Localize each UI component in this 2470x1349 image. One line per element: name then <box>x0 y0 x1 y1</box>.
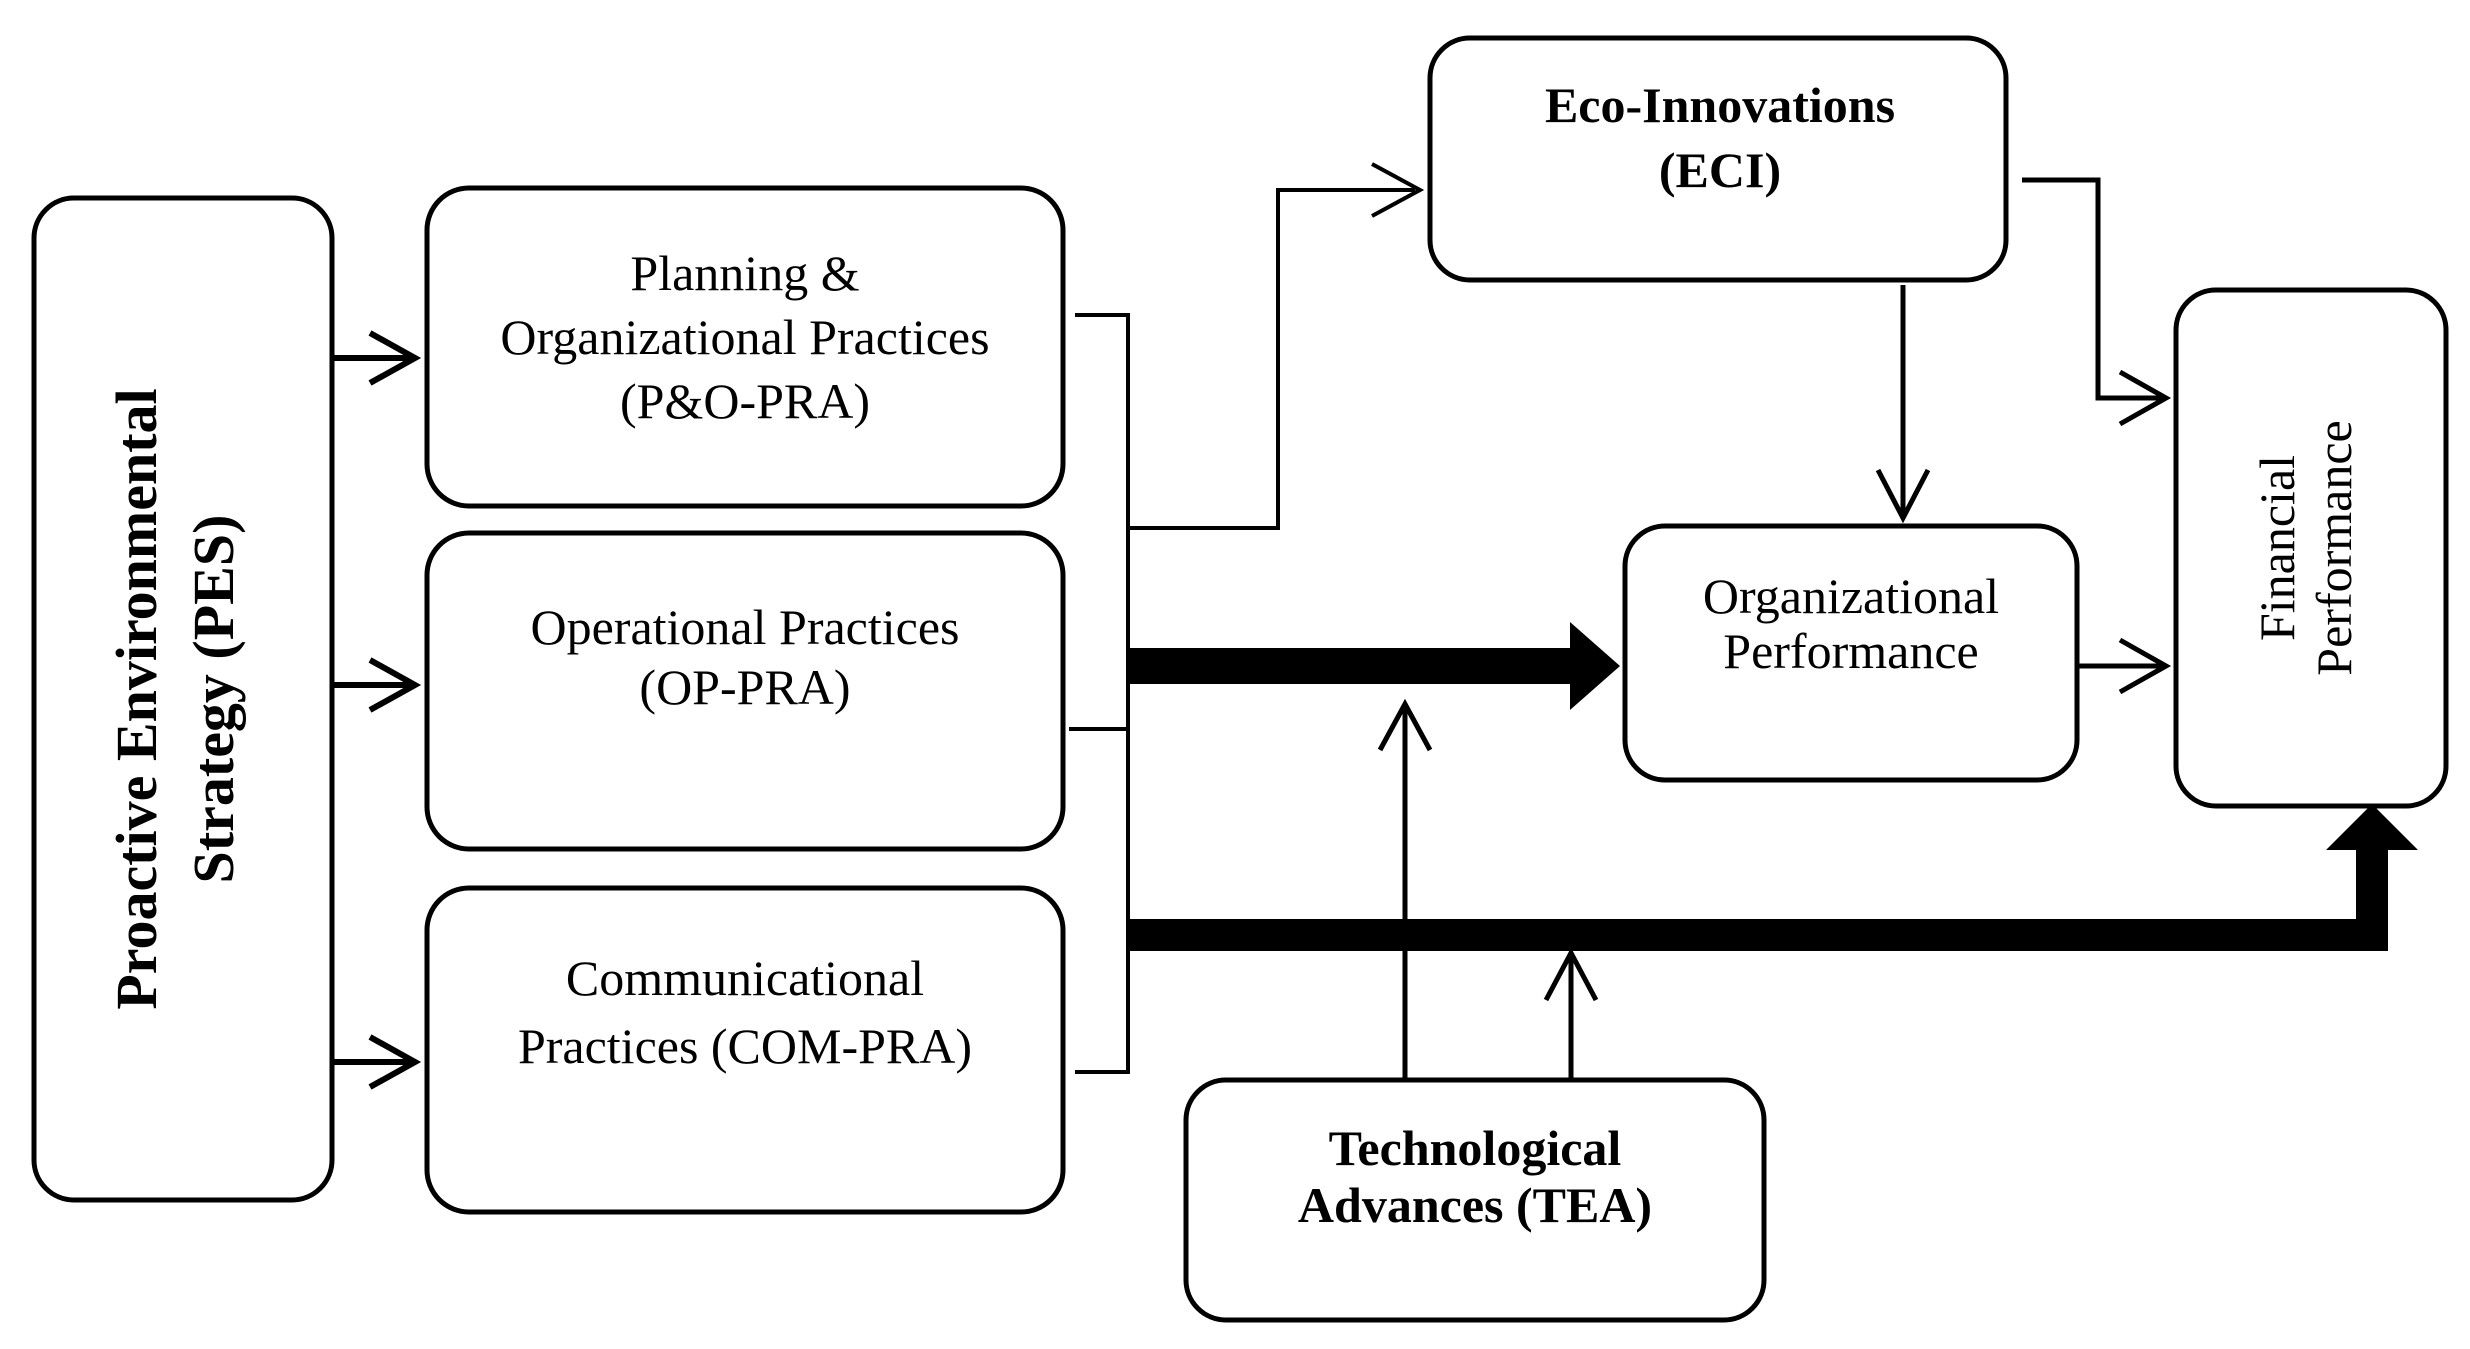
po-pra-label-line2: Organizational Practices <box>500 309 989 365</box>
org-perf-label-line1: Organizational <box>1703 568 1999 624</box>
arrow-practices-to-eci <box>1128 162 1425 530</box>
fin-perf-label: Financial Performance <box>2249 420 2362 675</box>
op-pra-label-line2: (OP-PRA) <box>639 659 850 715</box>
com-pra-box <box>424 885 1066 1215</box>
pes-label: Proactive Environmental Strategy (PES) <box>104 388 246 1009</box>
eci-label-line2: (ECI) <box>1659 142 1781 198</box>
com-pra-label-line1: Communicational <box>566 950 924 1006</box>
fin-perf-label-line1: Financial <box>2249 455 2305 641</box>
arrow-pes-to-op-pra <box>332 657 422 713</box>
arrow-pes-to-com-pra <box>332 1034 422 1090</box>
arrow-org-perf-to-fin-perf <box>2077 637 2172 695</box>
arrow-eci-to-fin-perf <box>2022 177 2172 427</box>
op-pra-label-line1: Operational Practices <box>531 599 960 655</box>
org-perf-box <box>1622 523 2080 783</box>
po-pra-label-line3: (P&O-PRA) <box>620 373 870 429</box>
com-pra-label-line2: Practices (COM-PRA) <box>518 1018 972 1074</box>
po-pra-label-line1: Planning & <box>630 245 859 301</box>
arrow-pes-to-po-pra <box>332 330 422 386</box>
practices-bracket <box>1075 313 1130 1074</box>
pes-label-line2: Strategy (PES) <box>181 515 246 884</box>
thick-arrow-practices-to-fin-perf <box>1128 804 2418 951</box>
eci-box <box>1427 35 2009 283</box>
fin-perf-label-line2: Performance <box>2306 420 2362 675</box>
op-pra-box <box>424 530 1066 852</box>
org-perf-label-line2: Performance <box>1723 623 1978 679</box>
pes-label-line1: Proactive Environmental <box>104 388 169 1009</box>
tea-label-line2: Advances (TEA) <box>1298 1177 1652 1233</box>
arrow-tea-moderates-fin-perf-path <box>1543 947 1599 1078</box>
arrow-tea-moderates-org-perf-path <box>1377 698 1433 1078</box>
eci-label-line1: Eco-Innovations <box>1545 77 1895 133</box>
thick-arrow-practices-to-org-perf <box>1128 622 1620 710</box>
tea-box <box>1183 1077 1767 1323</box>
tea-label-line1: Technological <box>1329 1120 1622 1176</box>
po-pra-box <box>424 185 1066 509</box>
pes-box <box>31 195 335 1203</box>
arrow-eci-to-org-perf <box>1875 285 1931 524</box>
fin-perf-box <box>2173 287 2449 809</box>
